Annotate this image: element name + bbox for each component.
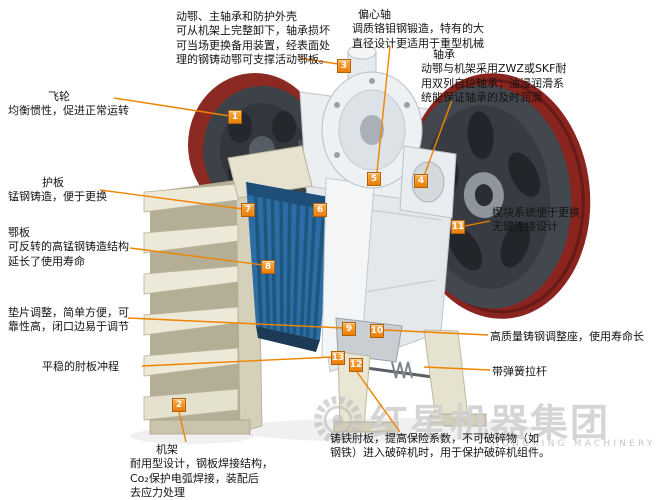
label-toggle-plate: 铸铁肘板，提高保险系数，不可破碎物（如 钢铁）进入破碎机时，用于保护破碎机组件。	[330, 432, 550, 461]
label-line: 垫片调整，简单方便，可	[8, 306, 129, 319]
part-marker-12: 12	[349, 358, 363, 372]
part-marker-1: 1	[228, 110, 242, 124]
label-line: 均衡惯性，促进正常运转	[8, 104, 129, 118]
label-jaw-plate-title: 鄂板	[8, 226, 30, 239]
label-line: 可从机架上完整卸下，轴承损坏	[176, 24, 330, 38]
label-line: 动鄂与机架采用ZWZ或SKF耐	[421, 62, 567, 76]
label-spring-rod: 带弹簧拉杆	[492, 365, 547, 379]
label-line: 无键连接设计	[492, 220, 558, 234]
label-line: 靠性高，闭口边易于调节	[8, 320, 129, 334]
label-guard-plate-title: 护板	[42, 176, 64, 189]
part-marker-11: 11	[451, 220, 465, 234]
watermark-brand: 红星机器集团	[370, 401, 611, 445]
label-frame: 机架 耐用型设计，钢板焊接结构， Co₂保护电弧焊接，装配后 去应力处理	[130, 443, 273, 500]
label-frame-title: 机架	[156, 443, 178, 456]
bearing-block	[399, 145, 457, 219]
label-line: 高质量铸钢调整座，使用寿命长	[490, 330, 644, 343]
part-marker-3: 3	[337, 59, 351, 73]
label-eccentric-shaft-title: 偏心轴	[358, 8, 391, 21]
label-line: 带弹簧拉杆	[492, 365, 547, 378]
watermark: 红星机器集团 HONGXING MACHINERY GROUP	[312, 392, 659, 449]
label-line: 统能保证轴承的及时润滑	[421, 90, 542, 104]
label-jaw-plate: 鄂板 可反转的高锰钢铸造结构 延长了使用寿命	[8, 226, 129, 269]
label-line: 楔块系统便于更换	[492, 206, 580, 219]
label-line: 可当场更换备用装置，经表面处	[176, 38, 330, 52]
label-wedge-system: 楔块系统便于更换 无键连接设计	[492, 206, 580, 235]
part-marker-7: 7	[241, 203, 255, 217]
label-line: Co₂保护电弧焊接，装配后	[130, 471, 259, 485]
label-line: 平稳的肘板冲程	[42, 360, 119, 373]
watermark-brand-en: HONGXING MACHINERY GROUP	[492, 439, 659, 449]
label-bearing-title: 轴承	[433, 48, 455, 61]
label-guard-plate: 护板 锰钢铸造，便于更换	[8, 176, 107, 205]
label-shim-adjust: 垫片调整，简单方便，可 靠性高，闭口边易于调节	[8, 306, 129, 335]
part-marker-2: 2	[172, 398, 186, 412]
label-moving-jaw: 动鄂、主轴承和防护外壳 可从机架上完整卸下，轴承损坏 可当场更换备用装置，经表面…	[176, 10, 330, 67]
label-line: 延长了使用寿命	[8, 254, 85, 268]
label-line: 耐用型设计，钢板焊接结构，	[130, 457, 273, 471]
label-toggle-stroke: 平稳的肘板冲程	[42, 360, 119, 374]
part-marker-5: 5	[367, 172, 381, 186]
part-marker-4: 4	[414, 174, 428, 188]
label-line: 理的钢铸动鄂可支撑活动鄂板。	[176, 52, 330, 66]
label-line: 钢铁）进入破碎机时，用于保护破碎机组件。	[330, 446, 550, 460]
label-line: 调质铬钼钢锻造，特有的大	[352, 22, 484, 36]
part-marker-9: 9	[342, 322, 356, 336]
label-bearing: 轴承 动鄂与机架采用ZWZ或SKF耐 用双列自位轴承；油浸润滑系 统能保证轴承的…	[421, 48, 566, 105]
label-eccentric-shaft: 偏心轴 调质铬钼钢锻造，特有的大 直径设计更适用于重型机械	[352, 8, 484, 51]
label-line: 可反转的高锰钢铸造结构	[8, 240, 129, 254]
label-flywheel: 飞轮 均衡惯性，促进正常运转	[8, 90, 129, 119]
part-marker-8: 8	[261, 260, 275, 274]
part-marker-10: 10	[370, 324, 384, 338]
label-line: 锰钢铸造，便于更换	[8, 190, 107, 204]
label-line: 去应力处理	[130, 485, 185, 499]
label-line: 铸铁肘板，提高保险系数，不可破碎物（如	[330, 432, 539, 445]
label-adjust-seat: 高质量铸钢调整座，使用寿命长	[490, 330, 644, 344]
part-marker-6: 6	[313, 203, 327, 217]
part-marker-13: 13	[331, 351, 345, 365]
feed-chute-stack	[143, 179, 263, 435]
label-flywheel-title: 飞轮	[48, 90, 70, 103]
label-line: 用双列自位轴承；油浸润滑系	[421, 76, 564, 90]
label-moving-jaw-title: 动鄂、主轴承和防护外壳	[176, 10, 297, 23]
